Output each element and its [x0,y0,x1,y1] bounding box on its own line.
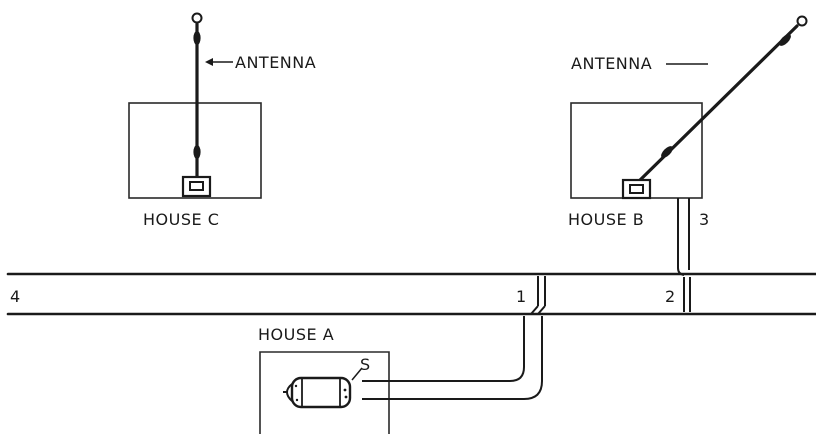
point-1-label: 1 [516,287,526,306]
house-a-feeder-inner [362,316,525,382]
splitter-label: S [360,355,370,374]
house-c-outline [128,102,262,199]
house-a-outline [259,351,390,434]
house-b-feeder [677,198,685,276]
house-c: ANTENNA HOUSE C [128,12,316,229]
house-b: ANTENNA HOUSE B 3 [568,15,808,276]
insulator-icon [193,31,201,45]
arrow-left-icon [205,58,213,66]
transformer-icon [283,376,352,409]
antenna-c [191,12,203,178]
antenna-c-label: ANTENNA [235,53,316,72]
tap-1-joint [530,305,546,315]
point-4-label: 4 [10,287,20,306]
main-line: 4 1 2 [6,272,816,316]
point-2-label: 2 [665,287,675,306]
house-b-label: HOUSE B [568,210,644,229]
insulator-icon [779,34,791,46]
splitter-leader [351,367,363,381]
antenna-b-mast [632,24,799,188]
antenna-b [632,15,808,188]
house-a: HOUSE A S [258,316,543,434]
house-a-label: HOUSE A [258,325,334,344]
insulator-icon [661,146,673,158]
antenna-b-tip-icon [796,15,808,27]
receiver-box-icon [621,178,652,200]
antenna-b-label: ANTENNA [571,54,652,73]
receiver-box-icon [181,175,212,198]
point-3-label: 3 [699,210,709,229]
house-c-label: HOUSE C [143,210,219,229]
insulator-icon [193,145,201,159]
antenna-c-tip-icon [191,12,203,24]
house-a-feeder-outer [362,316,543,400]
